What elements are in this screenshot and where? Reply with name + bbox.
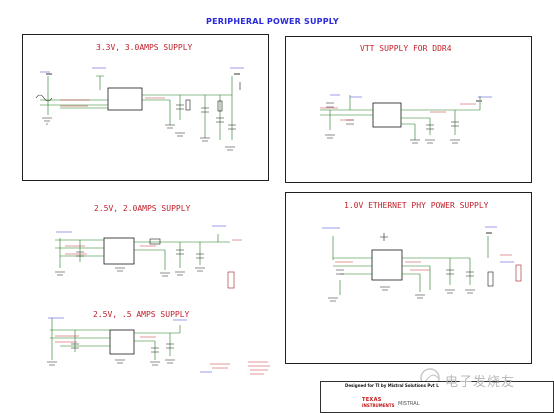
- panel-title-2v5-2a: 2.5V, 2.0AMPS SUPPLY: [94, 204, 191, 213]
- ti-logo-text: TEXAS: [362, 397, 382, 403]
- panel-title-eth: 1.0V ETHERNET PHY POWER SUPPLY: [344, 201, 489, 210]
- page-title: PERIPHERAL POWER SUPPLY: [206, 17, 339, 26]
- circuit-2v5-05a: [47, 318, 181, 366]
- mistral-logo-text: MISTRAL: [398, 401, 420, 407]
- circuit-vtt: [320, 95, 481, 144]
- panel-vtt-ddr4: [285, 36, 532, 183]
- circuit-2v5-2a: [55, 234, 235, 289]
- panel-title-3v3: 3.3V, 3.0AMPS SUPPLY: [96, 43, 193, 52]
- circuit-3v3: [35, 75, 241, 151]
- ti-logo-subtext: INSTRUMENTS: [362, 403, 395, 408]
- watermark: 电子发烧友: [445, 375, 516, 390]
- panel-1v0-eth-phy: [285, 192, 532, 364]
- panel-title-vtt: VTT SUPPLY FOR DDR4: [360, 44, 452, 53]
- panel-title-2v5-05a: 2.5V, .5 AMPS SUPPLY: [93, 310, 190, 319]
- panel-3v3-supply: [22, 34, 269, 181]
- design-credit: Designed for TI by Mistral Solutions Pvt…: [345, 383, 439, 388]
- circuit-1v0-eth: [328, 233, 522, 302]
